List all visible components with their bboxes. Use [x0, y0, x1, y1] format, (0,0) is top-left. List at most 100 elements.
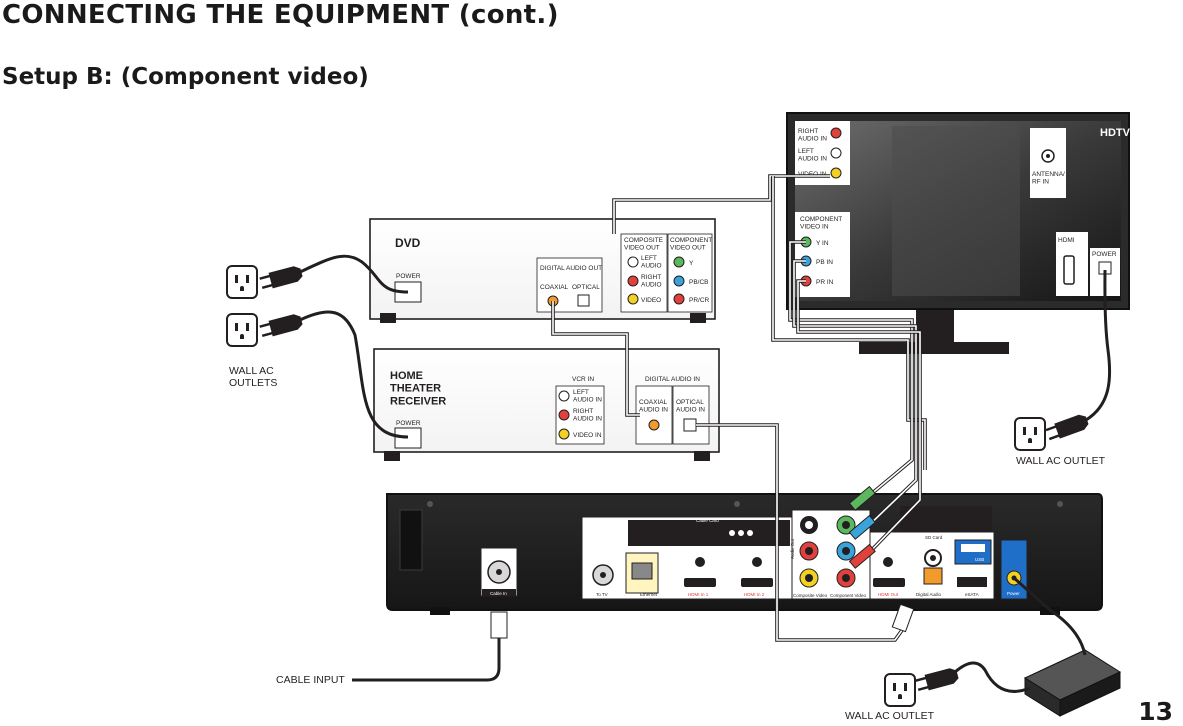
page-title: CONNECTING THE EQUIPMENT (cont.) [2, 0, 559, 30]
dvr-power-cord [1013, 576, 1087, 656]
dvd-y-label: Y [689, 260, 694, 267]
hdtv-antenna-label: ANTENNA/RF IN [1032, 171, 1065, 185]
dvr-hdmi-out[interactable] [873, 578, 905, 587]
dvd-right-audio-jack[interactable] [627, 275, 639, 287]
wall-outlet-tv [1014, 417, 1046, 451]
dvr-hdmi-in-2[interactable] [741, 578, 773, 587]
dvd-optical-jack[interactable] [577, 294, 590, 307]
receiver-power-label: POWER [396, 420, 421, 427]
dvr-power-panel [1000, 539, 1028, 600]
hdtv-pr-in-label: PR IN [816, 279, 834, 286]
hdtv-hdmi-port[interactable] [1063, 255, 1075, 285]
hdtv-y-in-label: Y IN [816, 240, 829, 247]
receiver-video-in-label: VIDEO IN [573, 432, 602, 439]
dvr-power-label: Power [1007, 591, 1020, 596]
hdtv-antenna-panel [1030, 128, 1066, 198]
hdtv-pb-in-label: PB IN [816, 259, 833, 266]
cable-input-plug [490, 611, 508, 639]
optical-plug [891, 603, 915, 633]
dvr-to-tv-label: To TV [596, 592, 608, 597]
receiver-coaxial-in-jack[interactable] [648, 419, 660, 431]
dvd-power-label: POWER [396, 273, 421, 280]
dvd-pr-label: PR/CR [689, 297, 710, 304]
dvd-coaxial-label: COAXIAL [540, 284, 569, 291]
dvr-sd-card-label: SD Card [925, 535, 943, 540]
hdtv-right-audio-jack[interactable] [830, 127, 842, 139]
dvr-cable-in-label: Cable In [490, 591, 507, 596]
dvr-hdmi1-label: HDMI In 1 [688, 592, 709, 597]
receiver-power-cord [299, 310, 409, 439]
dvd-y-jack[interactable] [673, 256, 685, 268]
dvd-power-cord [299, 254, 409, 294]
dvd-left-audio-jack[interactable] [627, 256, 639, 268]
dvd-pb-label: PB/CB [689, 279, 709, 286]
dvd-digital-audio-out-label: DIGITAL AUDIO OUT [540, 265, 602, 272]
dvr-hdmi-out-label: HDMI Out [878, 592, 899, 597]
dvd-player: DVD POWER DIGITAL AUDIO OUT COAXIAL OPTI… [369, 218, 716, 323]
hdtv-left-audio-jack[interactable] [830, 147, 842, 159]
power-adapter [1023, 649, 1122, 717]
receiver-optical-in-jack[interactable] [683, 418, 697, 432]
dvr-hdmi2-label: HDMI In 2 [744, 592, 765, 597]
cable-input-cord [352, 638, 501, 682]
plug-tv [1044, 412, 1090, 443]
dvr-esata-port[interactable] [957, 577, 987, 587]
hdtv-label: HDTV [1100, 127, 1131, 139]
dvr-digital-audio-port[interactable] [923, 567, 943, 585]
component-plug-pb [848, 514, 876, 540]
page-subtitle: Setup B: (Component video) [2, 64, 369, 90]
dvr-box: Cable In Cable Card To TV Ethernet HDMI … [386, 493, 1103, 615]
dvd-optical-label: OPTICAL [572, 284, 600, 291]
component-plug-pr [848, 543, 876, 569]
plug-left-bottom [258, 312, 304, 339]
receiver-vcr-in-label: VCR IN [572, 376, 594, 383]
dvr-audio-out-label: Audio Out [790, 538, 795, 559]
dvd-pr-jack[interactable] [673, 293, 685, 305]
hdtv-video-in-jack[interactable] [830, 167, 842, 179]
cable-input-label: CABLE INPUT [276, 674, 345, 686]
wall-outlet-left-bottom [226, 313, 258, 347]
dvr-esata-label: eSATA [965, 592, 979, 597]
receiver-digital-audio-in-label: DIGITAL AUDIO IN [645, 376, 700, 383]
dvr-composite-label: Composite Video [793, 593, 828, 598]
dvr-ethernet-label: Ethernet [640, 592, 658, 597]
wall-ac-outlet-tv-label: WALL AC OUTLET [1016, 455, 1106, 467]
dvd-label: DVD [395, 236, 421, 250]
tv-power-cord [1085, 269, 1112, 422]
component-plug-y [848, 485, 876, 511]
receiver-right-audio-jack[interactable] [558, 409, 570, 421]
receiver-video-in-jack[interactable] [558, 428, 570, 440]
dvr-hdmi-in-1[interactable] [684, 578, 716, 587]
hdtv-power-label: POWER [1092, 251, 1117, 258]
wall-outlet-left-top [226, 265, 258, 299]
wall-outlet-bottom [884, 673, 916, 707]
dvr-usb-label: USB [975, 557, 984, 562]
receiver-left-audio-jack[interactable] [558, 390, 570, 402]
hdtv-stand-base [859, 342, 1009, 354]
dvr-cable-card-label: Cable Card [696, 518, 719, 523]
hdtv-hdmi-label: HDMI [1058, 237, 1075, 244]
dvd-pb-jack[interactable] [673, 275, 685, 287]
plug-left-top [258, 264, 304, 291]
adapter-ac-cord [954, 661, 1031, 693]
dvd-video-label: VIDEO [641, 297, 661, 304]
wall-ac-outlet-bottom-label: WALL AC OUTLET [845, 710, 935, 722]
dvr-digital-audio-label: Digital Audio [916, 592, 942, 597]
dvd-video-jack[interactable] [627, 293, 639, 305]
plug-bottom [914, 666, 960, 693]
